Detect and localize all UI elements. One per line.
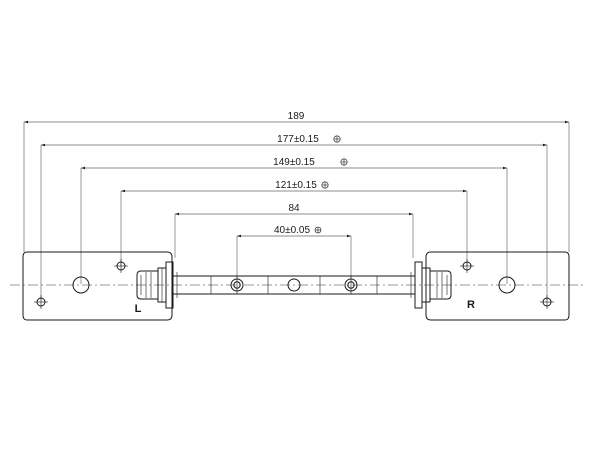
datum-symbol-icon [314, 226, 322, 234]
left-end-plate: L [22, 251, 173, 321]
dimension-189: 189 [23, 111, 570, 252]
dimension-40: 40±0.05 [236, 225, 352, 278]
dimension-label-40: 40±0.05 [274, 225, 311, 236]
datum-symbol-icon [340, 158, 348, 166]
left-small-hole-top [114, 259, 128, 273]
rod-hole-left [230, 276, 244, 294]
datum-symbol-icon [321, 181, 329, 189]
dimension-label-189: 189 [288, 111, 305, 122]
right-end-plate: R [425, 251, 570, 321]
left-nut-assembly [136, 261, 174, 309]
left-side-label: L [135, 303, 142, 315]
dimension-label-121: 121±0.15 [275, 180, 317, 191]
right-small-hole-top [460, 259, 474, 273]
dimension-149: 149±0.15 [80, 157, 508, 284]
dimension-177: 177±0.15 [40, 134, 548, 300]
left-small-hole-bottom [34, 295, 48, 309]
right-side-label: R [467, 299, 475, 311]
center-rod [173, 272, 415, 298]
dimension-label-84: 84 [288, 203, 300, 214]
right-nut-assembly [414, 261, 452, 309]
datum-symbol-icon [333, 135, 341, 143]
left-mount-hole-outer [72, 276, 90, 294]
right-mount-hole-outer [498, 276, 516, 294]
right-small-hole-bottom [540, 295, 554, 309]
dimension-label-177: 177±0.15 [277, 134, 319, 145]
rod-hole-center [287, 278, 301, 292]
dimension-121: 121±0.15 [120, 180, 468, 266]
rod-hole-right [344, 276, 358, 294]
dimension-84: 84 [174, 203, 414, 258]
dimension-label-149: 149±0.15 [273, 157, 315, 168]
